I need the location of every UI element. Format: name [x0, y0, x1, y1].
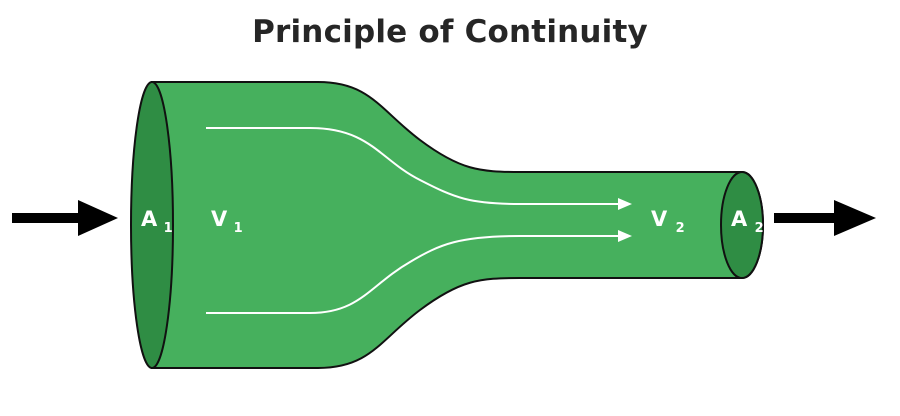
inlet-face-a1	[130, 81, 174, 369]
label-v2-subscript: 2	[676, 221, 685, 236]
outlet-face-a2	[720, 171, 764, 279]
label-a2: A 2	[731, 207, 764, 236]
label-a1: A 1	[141, 207, 173, 236]
label-a1-subscript: 1	[164, 221, 173, 236]
streamline-lower-arrowhead-icon	[618, 230, 632, 242]
label-v1-letter: V	[211, 207, 228, 231]
inlet-arrow-icon	[12, 200, 118, 236]
label-a2-letter: A	[731, 207, 748, 231]
label-v1: V 1	[211, 207, 243, 236]
label-v2-letter: V	[651, 207, 668, 231]
streamlines	[206, 127, 632, 314]
streamline-lower	[206, 235, 620, 314]
outlet-arrow-icon	[774, 200, 876, 236]
streamline-upper-arrowhead-icon	[618, 198, 632, 210]
label-v1-subscript: 1	[234, 221, 243, 236]
streamline-upper	[206, 127, 620, 205]
label-a2-subscript: 2	[755, 221, 764, 236]
label-v2: V 2	[651, 207, 685, 236]
page-title: Principle of Continuity	[252, 14, 648, 50]
label-a1-letter: A	[141, 207, 158, 231]
